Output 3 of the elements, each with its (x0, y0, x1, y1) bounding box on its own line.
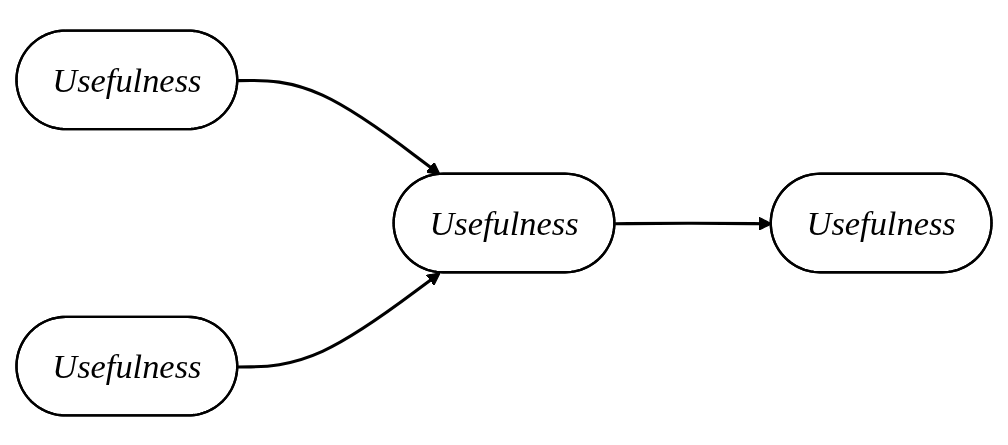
arrow (237, 271, 441, 368)
flow-diagram: Usefulness Usefulness Usefulness Usefulness (4, 2, 1004, 443)
arrow (237, 78, 441, 175)
